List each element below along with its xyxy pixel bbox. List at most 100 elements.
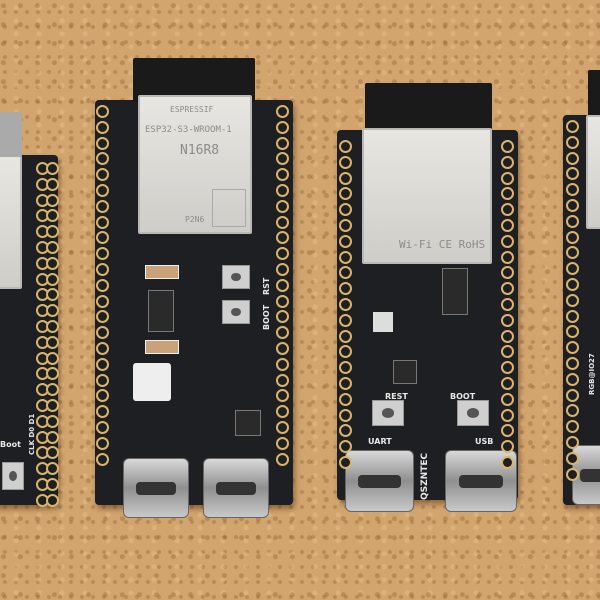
- header-pin: [276, 215, 289, 229]
- left-board-antenna: [0, 112, 22, 157]
- header-pin: [46, 304, 59, 318]
- header-pin: [339, 234, 352, 248]
- header-pin: [501, 456, 514, 469]
- header-pin: [46, 256, 59, 270]
- left-boot-label: Boot: [0, 440, 21, 449]
- header-pin: [276, 389, 289, 403]
- header-pin: [566, 451, 579, 465]
- header-pin: [46, 177, 59, 191]
- header-pin: [276, 421, 289, 434]
- header-pin: [46, 351, 59, 365]
- s3-component: [145, 340, 179, 354]
- s3-regulator: [148, 290, 174, 332]
- header-pin: [501, 155, 514, 169]
- header-pin: [96, 152, 109, 166]
- header-pin: [276, 199, 289, 213]
- s3-usb-c-port[interactable]: [203, 458, 269, 518]
- left-bottom-label: CLK D0 D1: [28, 413, 36, 455]
- module-model: ESP32-S3-WROOM-1: [145, 125, 232, 135]
- c-rgb-led: [373, 312, 393, 332]
- header-pin: [276, 231, 289, 245]
- header-pin: [501, 266, 514, 280]
- header-pin: [501, 298, 514, 311]
- header-pin: [276, 136, 289, 150]
- header-pin: [566, 199, 579, 212]
- s3-usb-c-port[interactable]: [123, 458, 189, 518]
- header-pin: [566, 436, 579, 449]
- module-code: P2N6: [185, 215, 205, 224]
- header-pin: [339, 345, 352, 359]
- header-pin: [339, 140, 352, 153]
- header-pin: [46, 367, 59, 381]
- header-pin: [566, 167, 579, 181]
- header-pin: [566, 404, 579, 418]
- s3-module: ESPRESSIF ESP32-S3-WROOM-1 N16R8 P2N6: [138, 95, 252, 234]
- header-pin: [276, 120, 289, 134]
- header-pin: [46, 335, 59, 349]
- header-pin: [339, 313, 352, 327]
- c-rest-button[interactable]: [372, 400, 404, 426]
- header-pin: [276, 263, 289, 276]
- c-regulator: [442, 268, 468, 315]
- s3-usb-chip: [235, 410, 261, 436]
- header-pin: [46, 193, 59, 207]
- header-pin: [501, 392, 514, 406]
- header-pin: [96, 184, 109, 197]
- header-pin: [339, 456, 352, 469]
- header-pin: [276, 357, 289, 371]
- module-variant: N16R8: [180, 143, 220, 158]
- header-pin: [566, 230, 579, 244]
- header-pin: [566, 183, 579, 197]
- header-pin: [501, 345, 514, 359]
- header-pin: [501, 361, 514, 375]
- header-pin: [501, 187, 514, 201]
- header-pin: [339, 361, 352, 375]
- header-pin: [276, 152, 289, 166]
- header-pin: [566, 293, 579, 307]
- header-pin: [566, 120, 579, 133]
- header-pin: [339, 171, 352, 185]
- header-pin: [96, 421, 109, 434]
- right-antenna: [588, 70, 600, 117]
- header-pin: [96, 342, 109, 355]
- s3-rst-button[interactable]: [222, 265, 250, 289]
- header-pin: [339, 440, 352, 454]
- c-rest-label: REST: [385, 392, 408, 401]
- header-pin: [276, 342, 289, 355]
- header-pin: [46, 462, 59, 476]
- header-pin: [276, 184, 289, 197]
- header-pin: [276, 168, 289, 182]
- c-usb-label: USB: [475, 437, 494, 446]
- c-uart-usb-c-port[interactable]: [345, 450, 414, 512]
- header-pin: [276, 105, 289, 118]
- header-pin: [96, 294, 109, 308]
- header-pin: [339, 377, 352, 390]
- header-pin: [501, 219, 514, 232]
- header-pin: [566, 341, 579, 355]
- header-pin: [46, 288, 59, 302]
- c-module: Wi-Fi CE RoHS: [362, 128, 492, 264]
- header-pin: [566, 262, 579, 276]
- right-rgb-label: RGB@IO27: [588, 353, 596, 395]
- c-boot-button[interactable]: [457, 400, 489, 426]
- header-pin: [501, 282, 514, 296]
- header-pin: [339, 408, 352, 422]
- header-pin: [276, 373, 289, 387]
- header-pin: [566, 246, 579, 260]
- header-pin: [276, 436, 289, 450]
- header-pin: [46, 209, 59, 223]
- s3-boot-button[interactable]: [222, 300, 250, 324]
- header-pin: [339, 219, 352, 232]
- c-usb-usb-c-port[interactable]: [445, 450, 517, 512]
- header-pin: [96, 357, 109, 371]
- left-boot-button[interactable]: [2, 462, 24, 490]
- header-pin: [96, 168, 109, 182]
- header-pin: [96, 326, 109, 340]
- header-pin: [96, 120, 109, 134]
- header-pin: [96, 310, 109, 324]
- header-pin: [276, 278, 289, 292]
- s3-rgb-led: [133, 363, 171, 401]
- header-pin: [46, 446, 59, 460]
- header-pin: [339, 187, 352, 201]
- header-pin: [566, 151, 579, 165]
